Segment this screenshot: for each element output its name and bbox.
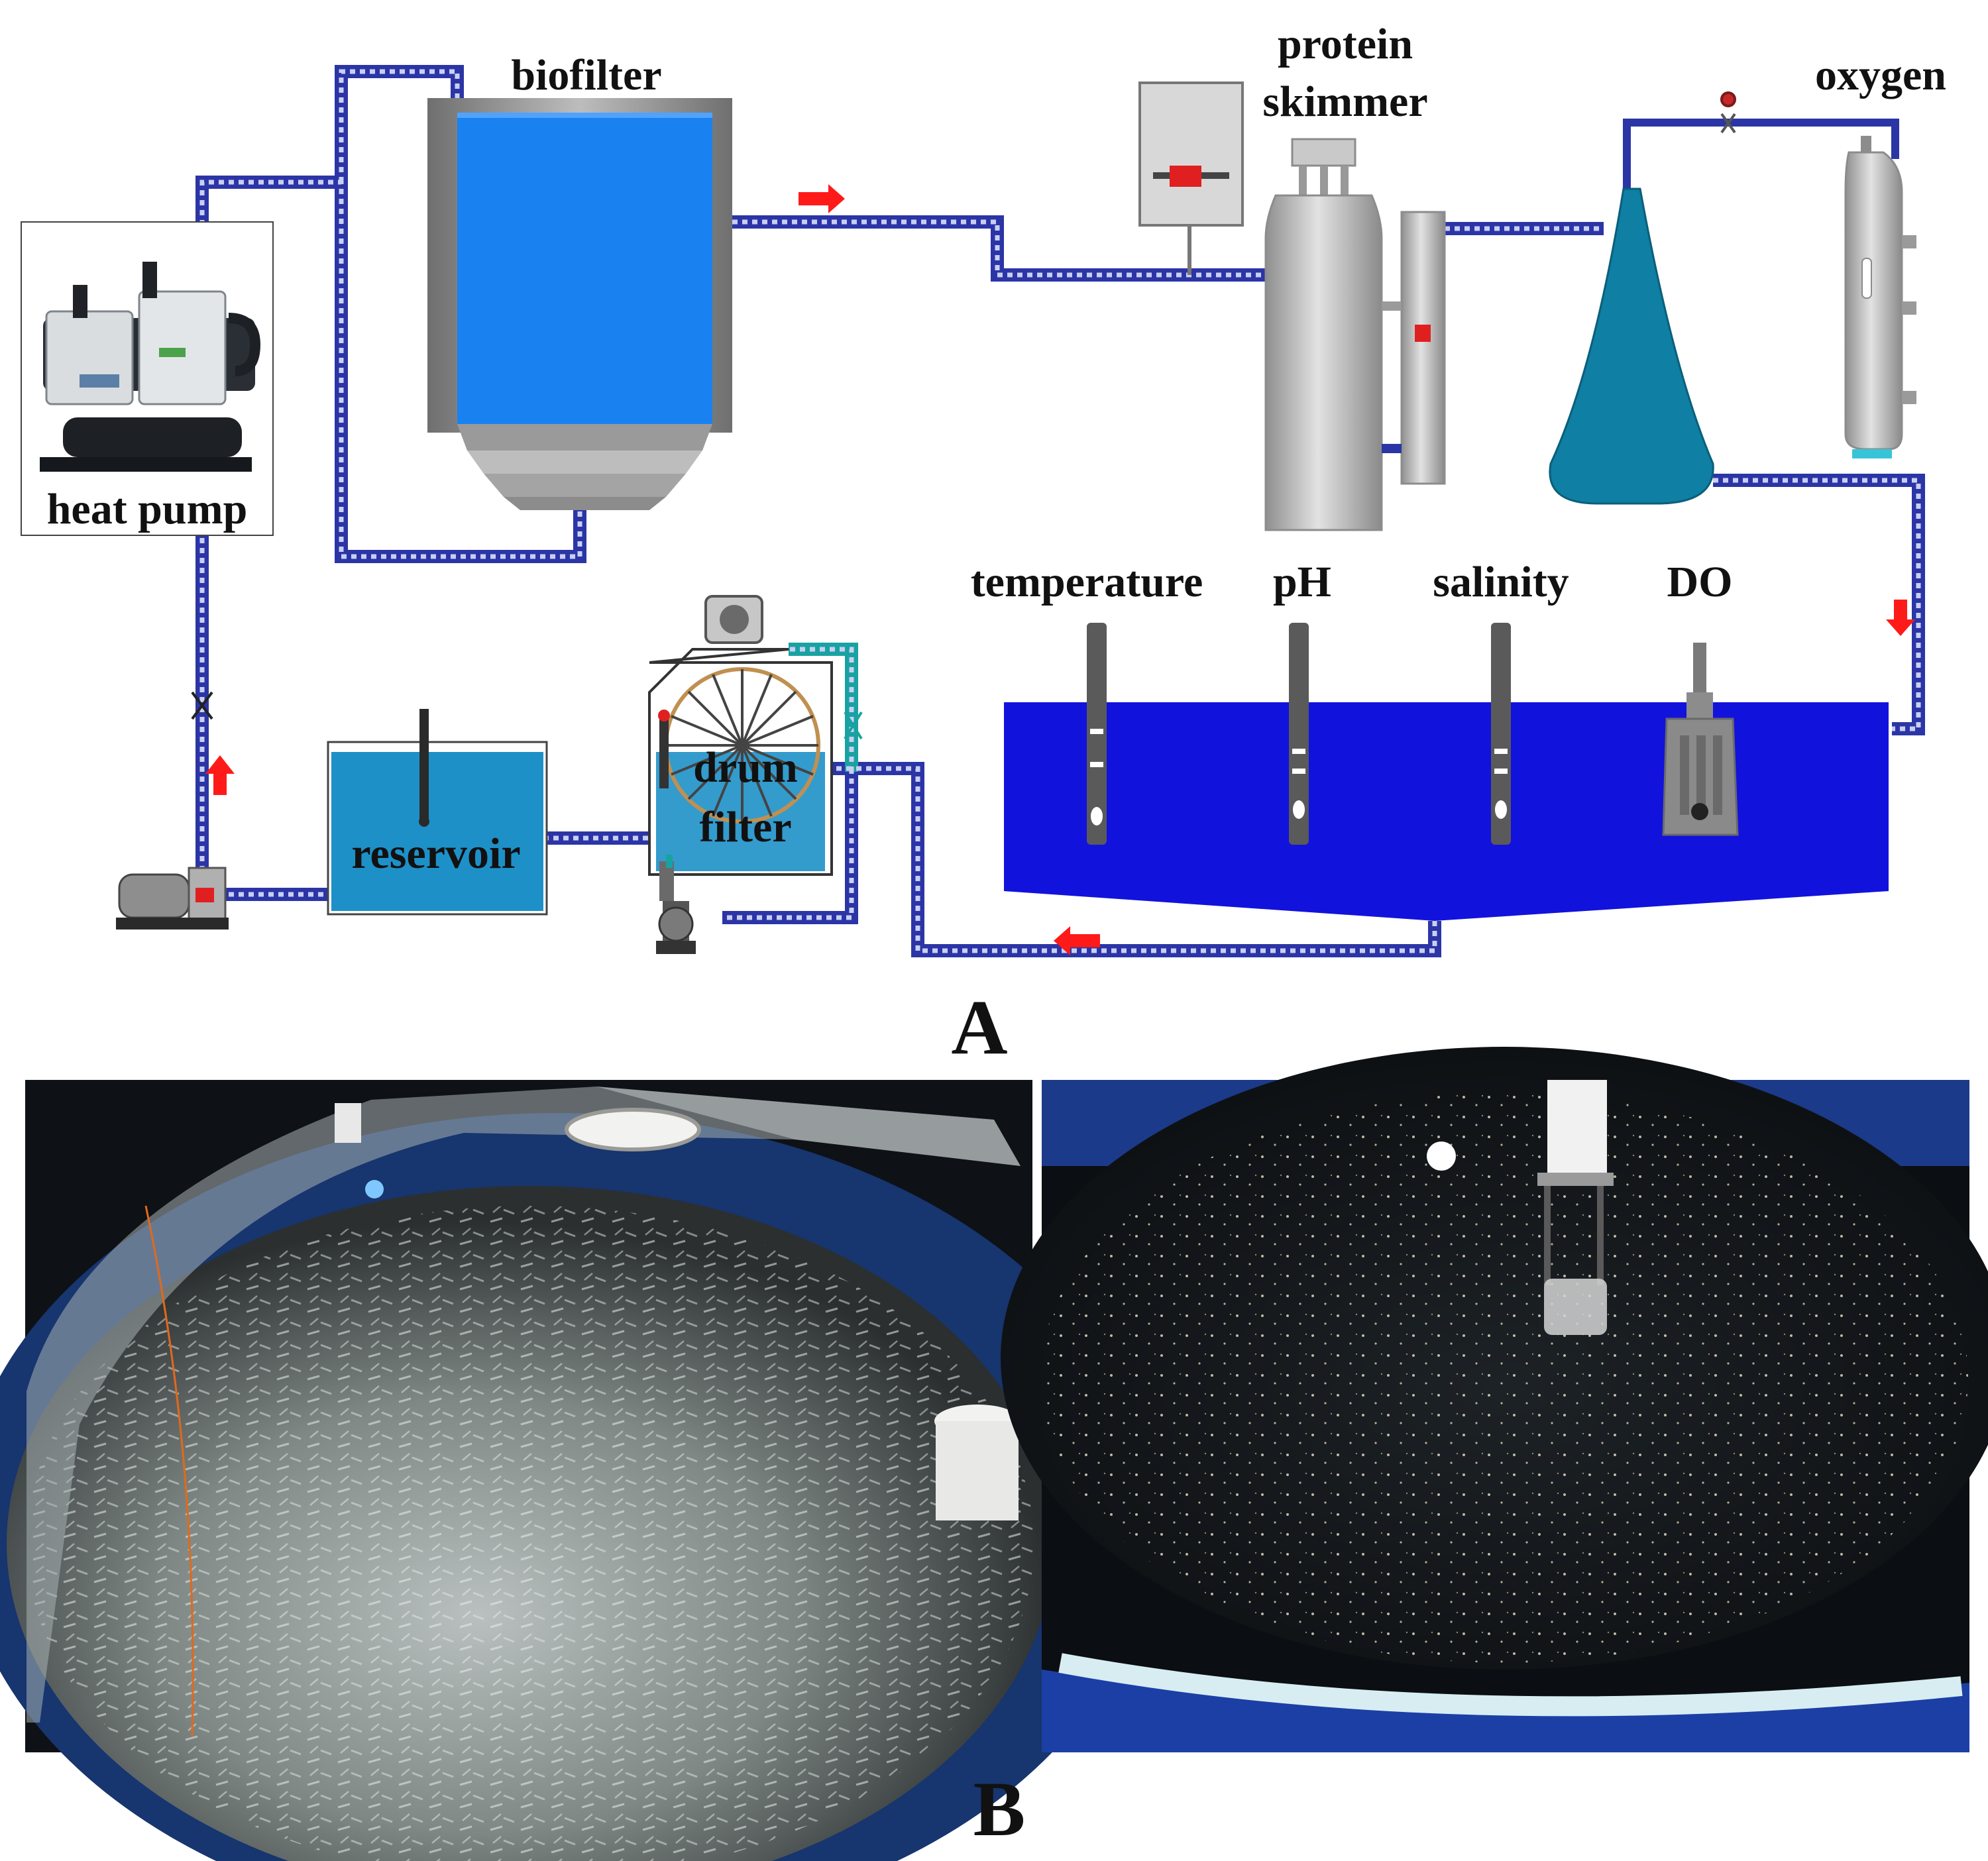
flow-arrow-down: [1886, 600, 1915, 636]
drum-filter-label-line1: drum: [693, 743, 798, 792]
reservoir-label: reservoir: [351, 829, 520, 878]
salinity-label: salinity: [1433, 558, 1569, 606]
biofilter-label: biofilter: [511, 51, 661, 99]
tank-with-fish-photo: [0, 1080, 1153, 1861]
control-box: [1138, 81, 1244, 275]
valve-icon: [191, 691, 213, 720]
flow-arrow-left: [1054, 926, 1100, 955]
panel-a-label: A: [951, 984, 1007, 1071]
do-label: DO: [1667, 558, 1733, 606]
oxygen-cone: [1549, 187, 1714, 505]
panel-b-label: B: [973, 1766, 1026, 1852]
temperature-probe-icon: [1087, 623, 1107, 845]
ph-label: pH: [1273, 558, 1331, 606]
heat-pump-label: heat pump: [47, 485, 248, 533]
valve-icon: [1720, 113, 1736, 134]
flow-arrow-up: [205, 755, 235, 795]
salinity-probe-icon: [1491, 623, 1511, 845]
drum-filter: drum filter: [648, 595, 833, 954]
reservoir: reservoir: [327, 709, 548, 916]
circulation-pump-icon: [116, 867, 229, 930]
protein-skimmer-label-line2: skimmer: [1262, 78, 1427, 126]
oxygen-cylinder: oxygen: [1815, 51, 1946, 458]
valve-icon: [844, 711, 863, 740]
sensors: temperature pH salinity DO: [971, 558, 1739, 845]
oxygen-label: oxygen: [1815, 51, 1946, 99]
pipe-network: [195, 65, 1925, 957]
valve-icons: [191, 91, 1736, 740]
do-probe-icon: [1662, 643, 1739, 836]
tank-dark-water-photo: [1001, 1047, 1988, 1752]
ph-probe-icon: [1289, 623, 1309, 845]
heat-pump: heat pump: [21, 221, 274, 536]
drum-filter-label-line2: filter: [699, 803, 791, 851]
protein-skimmer-label-line1: protein: [1278, 20, 1413, 68]
biofilter: biofilter: [427, 51, 732, 510]
drum-pump-icon: [656, 855, 696, 954]
valve-knob-icon: [1720, 91, 1736, 107]
flow-arrows: [205, 184, 1915, 955]
temperature-label: temperature: [971, 558, 1203, 606]
culture-tank: [1004, 702, 1889, 921]
heat-pump-machine-icon: [40, 262, 261, 472]
flow-arrow-right: [799, 184, 845, 213]
protein-skimmer: protein skimmer: [1262, 20, 1446, 531]
